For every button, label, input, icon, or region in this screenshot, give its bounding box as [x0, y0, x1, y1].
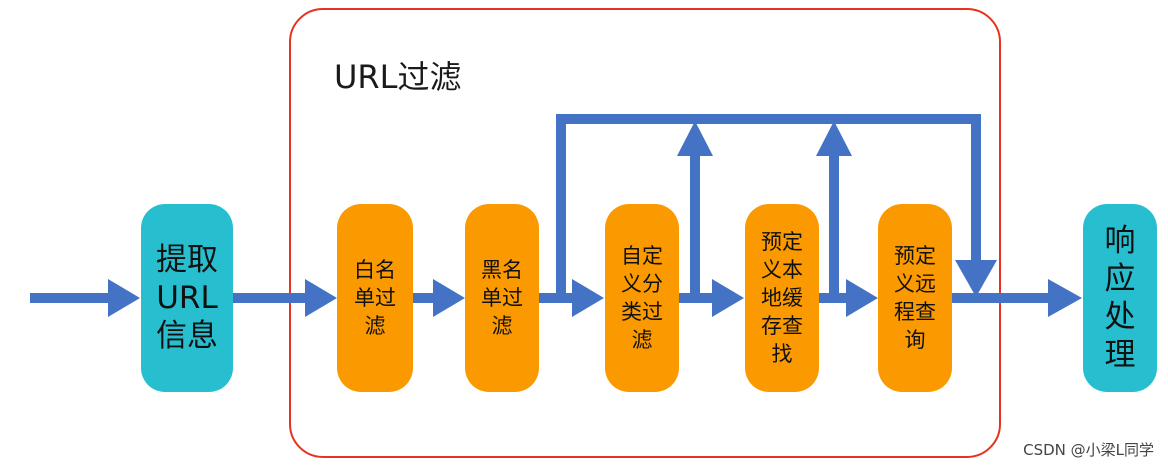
arrow-remote-to-response-head — [1048, 279, 1082, 317]
custom-exit-head — [677, 121, 713, 156]
url-filter-group-box — [289, 8, 1001, 458]
url-filter-group-title: URL过滤 — [334, 58, 462, 96]
bypass-right-drop — [971, 114, 981, 264]
node-extract-url-info-label: 提取 URL 信息 — [156, 242, 218, 354]
arrow-custom-to-local-head — [712, 279, 744, 317]
node-response-handling: 响 应 处 理 — [1083, 204, 1157, 392]
arrow-whitelist-to-blacklist-shaft — [412, 293, 436, 303]
node-extract-url-info: 提取 URL 信息 — [141, 204, 233, 392]
node-remote-query: 预定 义远 程查 询 — [878, 204, 952, 392]
node-whitelist-filter: 白名 单过 滤 — [337, 204, 413, 392]
node-blacklist-filter: 黑名 单过 滤 — [465, 204, 539, 392]
arrow-input-shaft — [30, 293, 112, 303]
bypass-left-riser — [556, 114, 566, 298]
node-local-cache-lookup: 预定 义本 地缓 存查 找 — [745, 204, 819, 392]
node-response-handling-label: 响 应 处 理 — [1104, 223, 1136, 373]
node-whitelist-filter-label: 白名 单过 滤 — [354, 258, 396, 338]
watermark: CSDN @小梁L同学 — [1023, 441, 1154, 459]
local-exit-riser — [829, 154, 839, 298]
arrow-extract-to-whitelist-head — [305, 279, 337, 317]
arrow-whitelist-to-blacklist-head — [433, 279, 465, 317]
bypass-top-line — [556, 114, 981, 124]
arrow-input-head — [108, 279, 140, 317]
node-custom-category-filter: 自定 义分 类过 滤 — [605, 204, 679, 392]
node-local-cache-lookup-label: 预定 义本 地缓 存查 找 — [761, 230, 803, 366]
node-remote-query-label: 预定 义远 程查 询 — [894, 244, 936, 352]
custom-exit-riser — [690, 154, 700, 298]
arrow-local-to-remote-head — [846, 279, 878, 317]
node-custom-category-filter-label: 自定 义分 类过 滤 — [621, 244, 663, 352]
bypass-right-drop-head — [955, 260, 997, 297]
arrow-blacklist-to-custom-head — [572, 279, 604, 317]
arrow-remote-to-response-shaft — [951, 293, 1051, 303]
arrow-extract-to-whitelist-shaft — [232, 293, 308, 303]
node-blacklist-filter-label: 黑名 单过 滤 — [481, 258, 523, 338]
local-exit-head — [816, 121, 852, 156]
